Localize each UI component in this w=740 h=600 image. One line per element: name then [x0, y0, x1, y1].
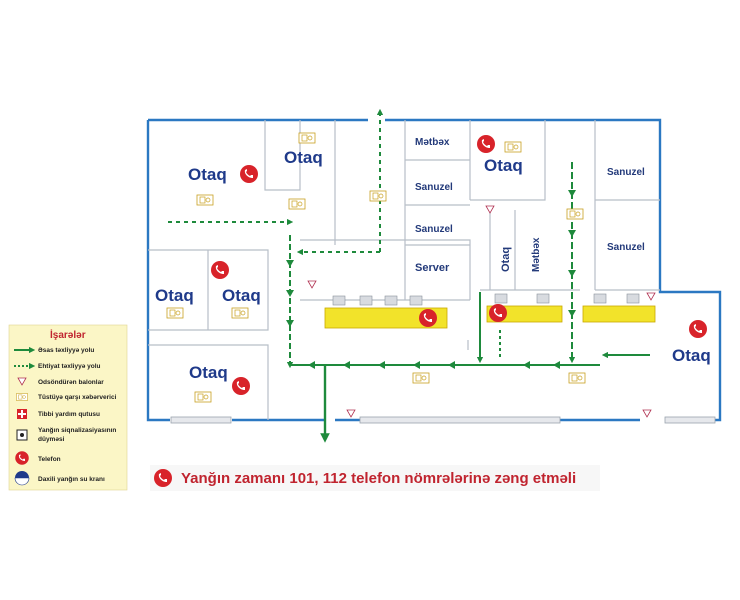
- room-metbex-2: Mətbəx: [531, 237, 542, 272]
- smoke-detector-icon: [369, 190, 387, 202]
- legend-item-alarm-button-line2: düyməsi: [38, 436, 65, 443]
- phone-icon: [240, 165, 258, 183]
- smoke-detector-icon: [16, 393, 28, 401]
- smoke-detector-icon: [288, 198, 306, 210]
- triangle-icon: [307, 280, 317, 289]
- smoke-detector-icon: [298, 132, 316, 144]
- legend-item-phone: Telefon: [38, 456, 61, 463]
- legend: İşarələr Əsas təxliyyə yolu Ehtiyat təxl…: [8, 324, 128, 491]
- legend-item-first-aid: Tibbi yardım qutusu: [38, 411, 100, 418]
- legend-box: [8, 324, 128, 491]
- inner-walls: [148, 120, 660, 420]
- room-sanuzel-4: Sanuzel: [607, 242, 645, 253]
- phone-icon: [232, 377, 250, 395]
- counter-left: [324, 307, 448, 329]
- legend-item-smoke-detector: Tüstüyə qarşı xəbərverici: [38, 394, 117, 401]
- smoke-detector-icon: [166, 307, 184, 319]
- phone-icon: [689, 320, 707, 338]
- banner-text: Yanğın zamanı 101, 112 telefon nömrələri…: [181, 470, 576, 487]
- smoke-detector-icon: [412, 372, 430, 384]
- legend-item-hydrant: Daxili yanğın su kranı: [38, 476, 105, 483]
- hydrant-icon: [14, 471, 30, 486]
- room-otaq-4: Otaq: [155, 286, 194, 305]
- banner-background: [150, 465, 600, 491]
- phone-icon: [489, 304, 507, 322]
- legend-item-alarm-button: Yanğın siqnalizasiyasının: [38, 427, 116, 434]
- smoke-detector-icon: [568, 372, 586, 384]
- room-otaq-8: Otaq: [500, 247, 512, 272]
- phone-icon: [419, 309, 437, 327]
- room-labels: Otaq Otaq Otaq Otaq Otaq Otaq Otaq Otaq …: [155, 137, 711, 382]
- room-otaq-6: Otaq: [189, 363, 228, 382]
- room-sanuzel-2: Sanuzel: [415, 224, 453, 235]
- room-otaq-3: Otaq: [484, 156, 523, 175]
- triangle-icon: [642, 409, 652, 418]
- legend-item-main-route: Əsas təxliyyə yolu: [38, 347, 94, 354]
- doors: [170, 416, 716, 424]
- smoke-detector-icon: [504, 141, 522, 153]
- corridor-arrowheads: [286, 190, 576, 369]
- smoke-detector-icon: [196, 194, 214, 206]
- triangle-icon: [485, 205, 495, 214]
- smoke-detector-icon: [231, 307, 249, 319]
- room-otaq-1: Otaq: [188, 165, 227, 184]
- room-server: Server: [415, 262, 450, 274]
- room-otaq-7: Otaq: [672, 346, 711, 365]
- room-sanuzel-3: Sanuzel: [607, 167, 645, 178]
- room-otaq-5: Otaq: [222, 286, 261, 305]
- phone-icon: [211, 261, 229, 279]
- smoke-detector-icon: [194, 391, 212, 403]
- triangle-icon: [646, 292, 656, 301]
- first-aid-icon: [17, 409, 27, 419]
- legend-item-reserve-route: Ehtiyat təxliyyə yolu: [38, 363, 101, 370]
- alarm-button-icon: [16, 429, 28, 441]
- room-metbex-1: Mətbəx: [415, 137, 450, 148]
- phone-icon: [154, 469, 172, 487]
- phone-icon: [15, 451, 29, 465]
- room-otaq-2: Otaq: [284, 148, 323, 167]
- phone-icon: [477, 135, 495, 153]
- emergency-banner: Yanğın zamanı 101, 112 telefon nömrələri…: [150, 465, 600, 491]
- triangle-icon: [346, 409, 356, 418]
- desks: [332, 293, 640, 306]
- room-sanuzel-1: Sanuzel: [415, 182, 453, 193]
- outer-wall-left: [146, 120, 170, 422]
- counter-right: [582, 305, 656, 323]
- legend-item-extinguisher: Odsöndürən balonlar: [38, 379, 104, 386]
- legend-title: İşarələr: [50, 328, 86, 341]
- smoke-detector-icon: [566, 208, 584, 220]
